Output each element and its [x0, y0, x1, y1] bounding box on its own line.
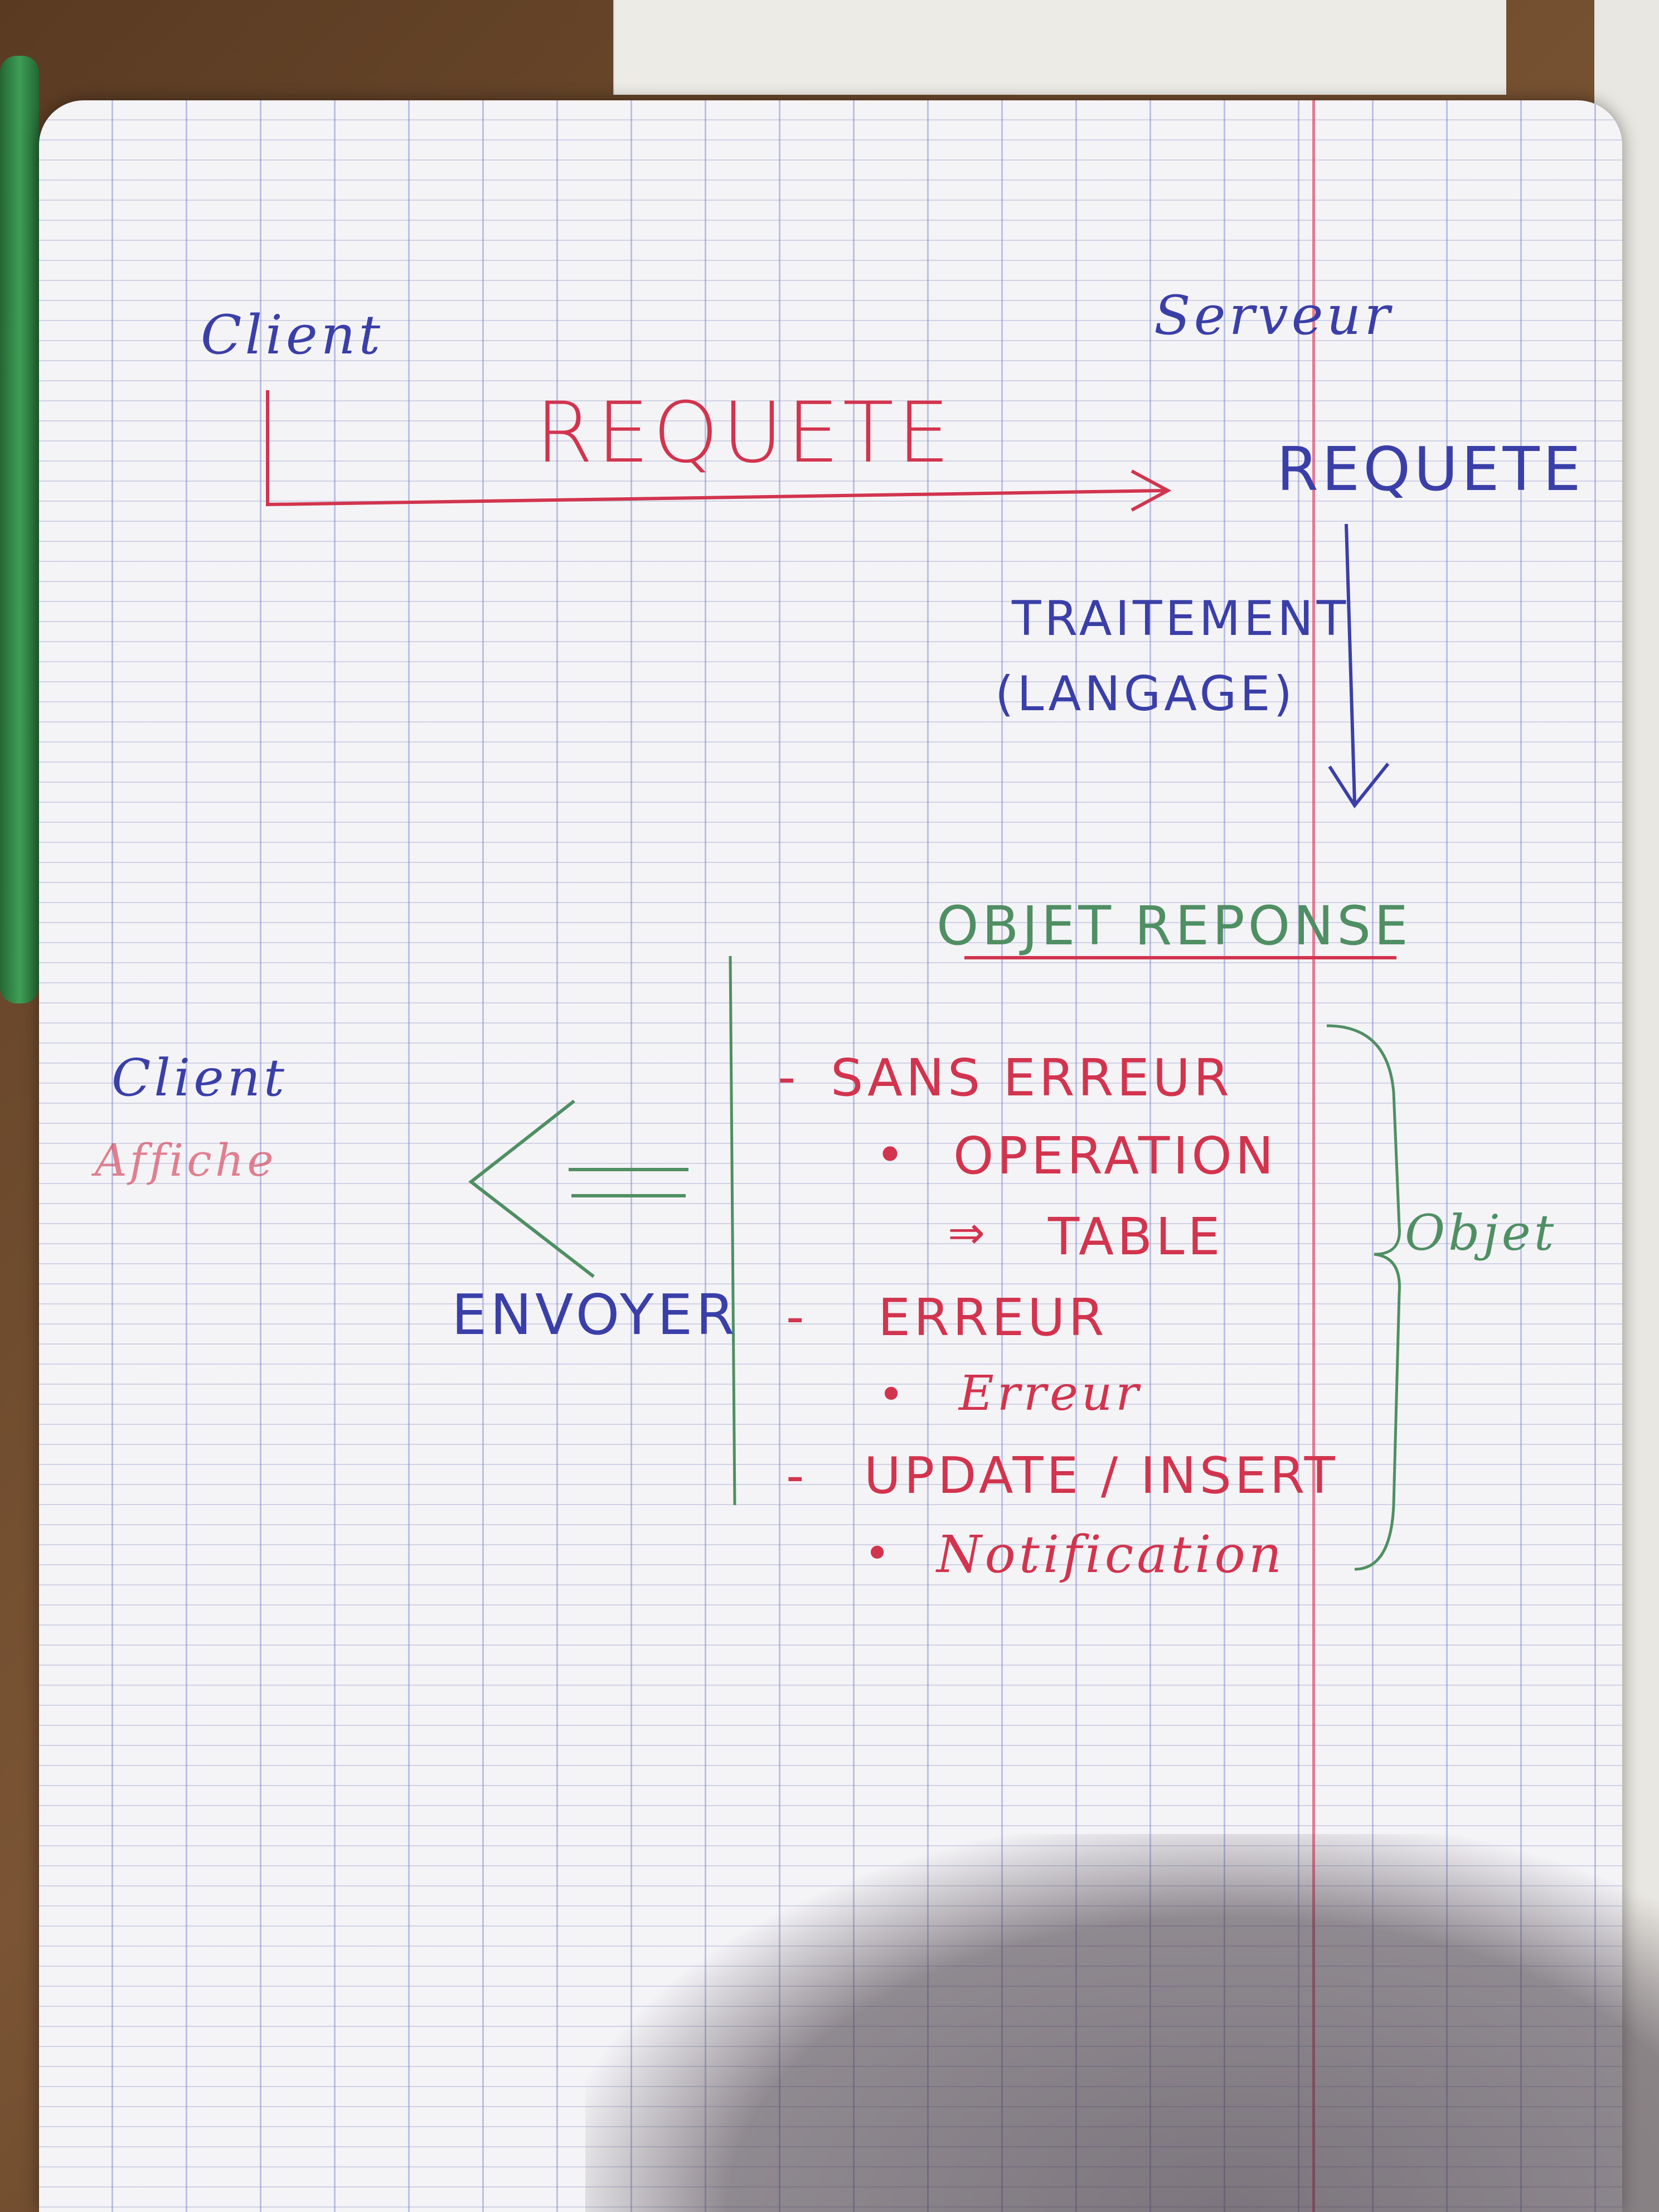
background-paper — [613, 0, 1506, 95]
send-label: ENVOYER — [452, 1282, 738, 1347]
green-pen — [0, 56, 39, 1003]
item-erreur: ERREUR — [878, 1288, 1108, 1347]
item-operation: OPERATION — [953, 1126, 1277, 1186]
item-bullet-5: - — [786, 1447, 808, 1505]
processing-label: TRAITEMENT — [1012, 591, 1350, 647]
display-label: Affiche — [95, 1134, 277, 1186]
item-bullet-1: • — [875, 1126, 909, 1185]
item-erreur-detail: Erreur — [959, 1366, 1142, 1422]
server-label: Serveur — [1154, 284, 1394, 347]
item-bullet-2: ⇒ — [948, 1207, 989, 1259]
item-update-insert: UPDATE / INSERT — [864, 1447, 1338, 1505]
processing-arrow — [1345, 523, 1356, 803]
processing-arrow-head — [1328, 763, 1390, 809]
language-label: (LANGAGE) — [995, 666, 1296, 722]
item-bullet-4: • — [878, 1369, 908, 1420]
client-display-label: Client — [111, 1048, 288, 1108]
item-sans-erreur: SANS ERREUR — [831, 1048, 1233, 1108]
item-table: TABLE — [1048, 1207, 1224, 1267]
separator-line — [729, 955, 736, 1506]
item-bullet-6: • — [864, 1527, 894, 1579]
request-arrow — [266, 390, 1166, 507]
server-request-label: REQUETE — [1277, 435, 1584, 505]
item-notification: Notification — [937, 1525, 1286, 1584]
send-arrow-head — [468, 1099, 595, 1278]
request-arrow-head — [1131, 469, 1172, 512]
object-brace — [1326, 1024, 1401, 1571]
client-label: Client — [201, 304, 384, 366]
response-title: OBJET REPONSE — [937, 895, 1411, 957]
object-label: Objet — [1405, 1204, 1558, 1262]
request-label: REQUETE — [535, 385, 954, 482]
item-bullet-0: - — [778, 1048, 799, 1107]
item-bullet-3: - — [786, 1288, 808, 1346]
